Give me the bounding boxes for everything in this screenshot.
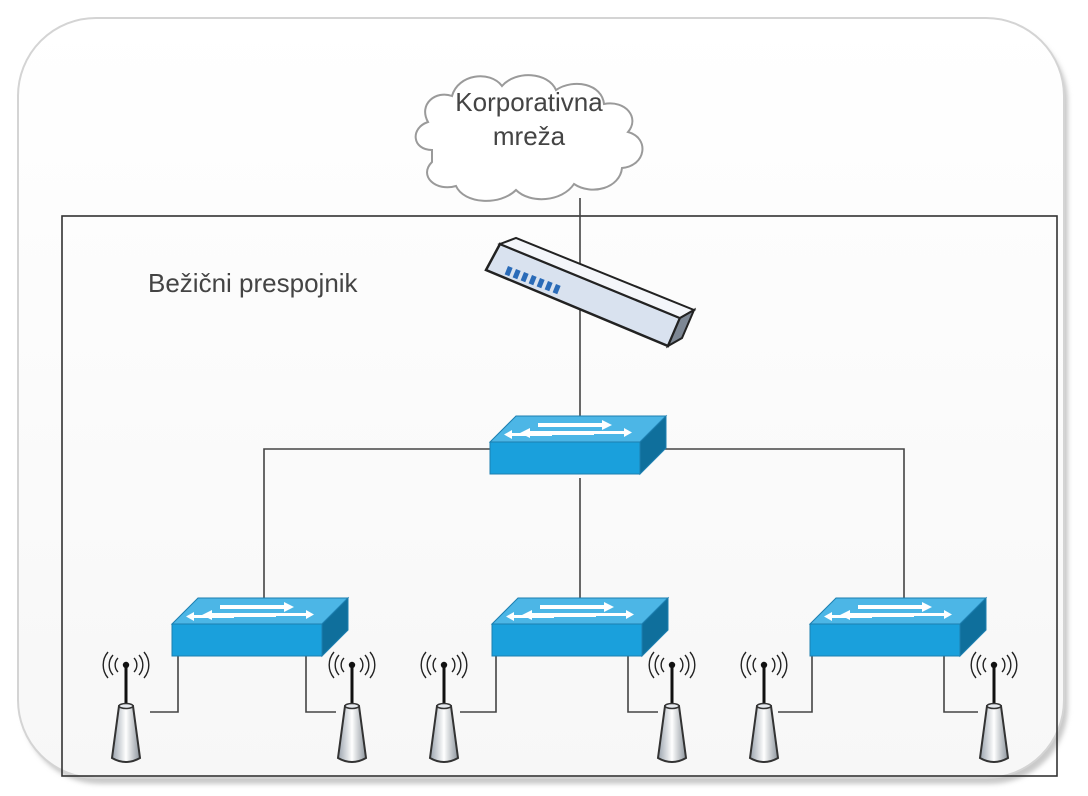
wireless-switch-icon [484,236,697,349]
connection-lines [150,198,978,713]
switch-left-icon [171,597,349,657]
wireless-switch-label: Bežični prespojnik [148,268,359,298]
outer-frame [17,17,1065,779]
switch-right-icon [809,597,987,657]
network-boundary [61,215,1058,777]
cloud-label-line1: Korporativna [455,87,603,117]
cloud-icon [414,74,644,202]
cloud-label-line2: mreža [493,121,566,151]
core-switch-icon [489,415,667,475]
switch-middle-icon [491,597,669,657]
